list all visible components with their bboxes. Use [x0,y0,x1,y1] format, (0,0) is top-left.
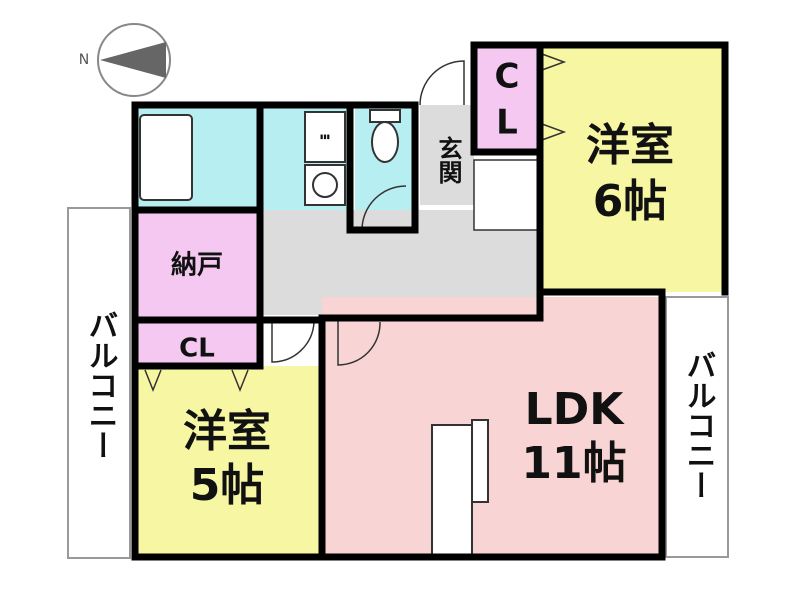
kitchen-partition [471,419,489,503]
toilet-bowl-icon [371,121,399,163]
closet-left-door-marker-1 [144,369,162,393]
room-western-6-fill [540,45,725,292]
entrance-label: 玄関 [434,135,462,184]
western-5-name: 洋室 [183,406,271,457]
room-western-5-fill [135,366,320,556]
balcony-right-label: バルコニー [681,350,716,500]
compass-needle-icon [100,42,166,78]
closet-left-label: CL [179,334,215,364]
entrance-fill [420,105,474,205]
western5-door [271,320,315,363]
western-6-name: 洋室 [586,120,674,171]
walls [131,41,729,561]
kitchen-counter [431,424,473,556]
washing-machine-icon [304,111,346,163]
bathtub-icon [139,114,193,201]
storage-fill [135,210,260,320]
closet-top-label-c: C [495,57,520,97]
closet-top-fill [474,45,540,151]
western-6-size: 6帖 [593,176,668,227]
balcony-right [665,296,729,558]
western-5-size: 5帖 [190,460,265,511]
storage-label: 納戸 [171,250,223,281]
closet-door-marker-1 [541,53,567,71]
polyline [470,41,729,296]
shoe-cabinet [473,159,539,231]
toilet-tank-icon [369,109,401,123]
compass: N [79,23,171,97]
closet-left-fill [135,322,260,366]
entrance-door [419,60,465,106]
ldk-size: 11帖 [521,438,626,489]
closet-top-label-l: L [496,103,518,143]
closet-door-marker-2 [541,123,567,141]
toilet-door [361,185,407,231]
balcony-left-label: バルコニー [83,310,118,460]
closet-left-door-marker-2 [231,369,249,393]
washer-mark: ▮▮▮ [320,134,330,141]
balcony-left [67,207,131,559]
ldk-door [337,320,381,366]
room-ldk-fill [322,297,662,557]
compass-north-label: N [79,52,89,68]
sink-bowl [312,172,338,198]
ldk-name: LDK [525,384,626,435]
